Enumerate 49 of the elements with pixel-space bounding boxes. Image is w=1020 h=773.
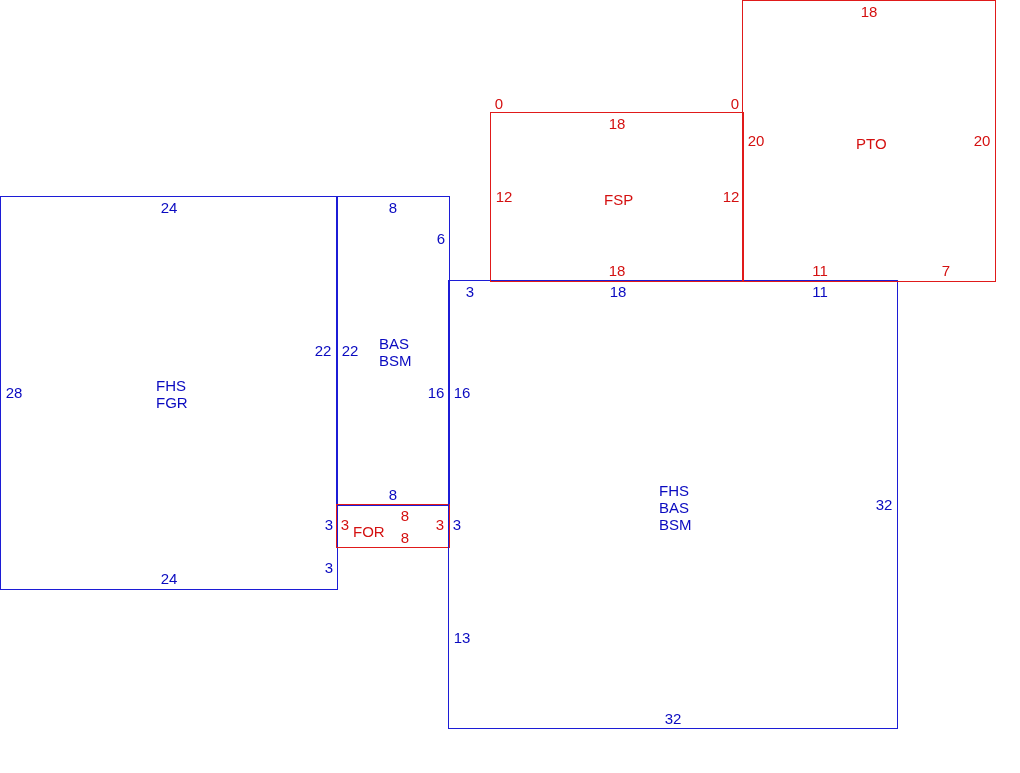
dimension-label: 3: [452, 515, 462, 533]
dimension-label: 20: [747, 131, 765, 149]
room-label: BSM: [659, 515, 692, 533]
room-label: FHS: [156, 377, 187, 394]
dimension-label: 13: [453, 628, 471, 646]
dimension-label: 24: [160, 569, 178, 587]
dimension-label: 18: [860, 2, 878, 20]
dimension-label: 8: [388, 198, 398, 216]
room-label: FHS: [659, 481, 690, 499]
dimension-label: 32: [664, 709, 682, 727]
dimension-label: 8: [400, 528, 410, 546]
dimension-label: 16: [453, 383, 471, 401]
dimension-label: 12: [495, 187, 513, 205]
dimension-label: 20: [973, 131, 991, 149]
room-box: [742, 0, 996, 282]
dimension-label: 11: [812, 261, 828, 279]
dimension-label: 0: [730, 94, 740, 112]
dimension-label: 24: [160, 198, 178, 216]
dimension-label: 18: [608, 114, 626, 132]
room-label: FGR: [156, 394, 188, 411]
dimension-label: 32: [875, 495, 893, 513]
dimension-label: 22: [314, 341, 332, 359]
dimension-label: 11: [812, 282, 828, 300]
room-label: FOR: [353, 522, 385, 540]
room-label: FSP: [604, 190, 634, 208]
dimension-label: 3: [340, 515, 350, 533]
room-box: [448, 280, 898, 729]
dimension-label: 22: [341, 341, 359, 359]
dimension-label: 6: [436, 229, 446, 247]
room-label: BAS: [379, 335, 410, 352]
dimension-label: 12: [722, 187, 740, 205]
room-box: [336, 504, 450, 548]
dimension-label: 7: [941, 261, 951, 279]
room-box: [0, 196, 338, 590]
dimension-label: 3: [465, 282, 475, 300]
dimension-label: 8: [388, 485, 398, 503]
dimension-label: 16: [427, 383, 445, 401]
room-box: [336, 196, 450, 506]
room-label: PTO: [856, 134, 887, 152]
dimension-label: 3: [435, 515, 445, 533]
room-label: BAS: [659, 498, 690, 516]
room-label: BSM: [379, 352, 412, 369]
dimension-label: 3: [324, 515, 334, 533]
dimension-label: 8: [400, 506, 410, 524]
dimension-label: 18: [608, 261, 626, 279]
dimension-label: 18: [609, 282, 627, 300]
dimension-label: 3: [324, 558, 334, 576]
dimension-label: 0: [494, 94, 504, 112]
dimension-label: 28: [5, 383, 23, 401]
